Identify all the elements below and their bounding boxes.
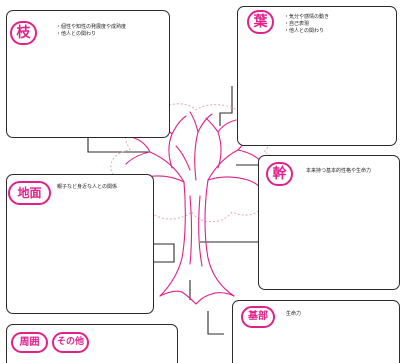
leaf-note-item: ・他人との関わり [284, 28, 324, 34]
branch-note-item: ・他人との関わり [56, 31, 96, 37]
ground-badge: 地面 [8, 181, 51, 205]
leaf-connector [219, 86, 233, 126]
root-connector [207, 311, 224, 335]
root-badge: 基部 [241, 306, 275, 328]
leaf-notes: ・気分や感情の動き ・自己表現 ・他人との関わり [284, 14, 329, 35]
branch-badge: 枝 [10, 21, 37, 45]
tree-drawing [123, 111, 265, 305]
root-note: 生命力 [286, 311, 302, 317]
leaf-note-item: ・自己表現 [284, 21, 310, 27]
leaf-note-item: ・気分や感情の動き [284, 14, 330, 20]
ground-connector [150, 243, 175, 263]
trunk-note: 本来持つ基本的性格や生命力 [306, 168, 372, 174]
branch-notes: ・個性や知性の発展度や成熟度 ・他人との関わり [56, 24, 126, 38]
leaf-badge: 葉 [247, 10, 274, 34]
surroundings-badge: 周囲 [11, 332, 48, 353]
connector-lines [87, 86, 260, 335]
trunk-badge: 幹 [266, 162, 293, 186]
other-badge: その他 [52, 332, 89, 353]
ground-note: 親子など身近な人との関係 [57, 184, 117, 190]
branch-connector [87, 138, 150, 153]
branch-note-item: ・個性や知性の発展度や成熟度 [56, 24, 127, 30]
